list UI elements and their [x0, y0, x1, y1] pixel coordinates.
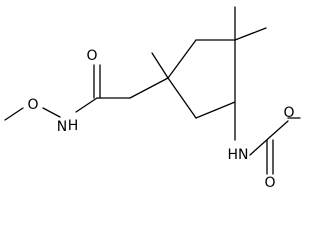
molecule-structure-diagram: O O N H O HN O [4, 6, 301, 189]
atom-labels: O O N H O HN O [27, 48, 294, 189]
bond-n-carbonyl-left [75, 97, 98, 113]
bond-ring-f [167, 77, 197, 119]
bond-o-n-left [42, 107, 61, 118]
atom-label-o-methoxy-left: O [27, 97, 38, 113]
atom-label-h-left: H [68, 118, 79, 134]
bond-lines [4, 6, 301, 175]
atom-label-o-carbonyl-left: O [86, 48, 97, 64]
bond-ch2-ring [129, 77, 169, 99]
bond-ring-e [195, 101, 236, 119]
bond-gem-methyl-b [234, 27, 267, 41]
bond-methyl-o-left [4, 107, 24, 121]
bond-carbonyl-o-ester [269, 120, 289, 138]
atom-label-o-carbonyl-right: O [264, 175, 275, 189]
atom-label-hn-right: HN [228, 147, 249, 163]
bond-methyl-quaternary [151, 52, 169, 79]
atom-label-n-left: N [57, 119, 67, 135]
atom-label-o-ester-right: O [283, 105, 294, 121]
bond-ring-a [167, 39, 197, 79]
